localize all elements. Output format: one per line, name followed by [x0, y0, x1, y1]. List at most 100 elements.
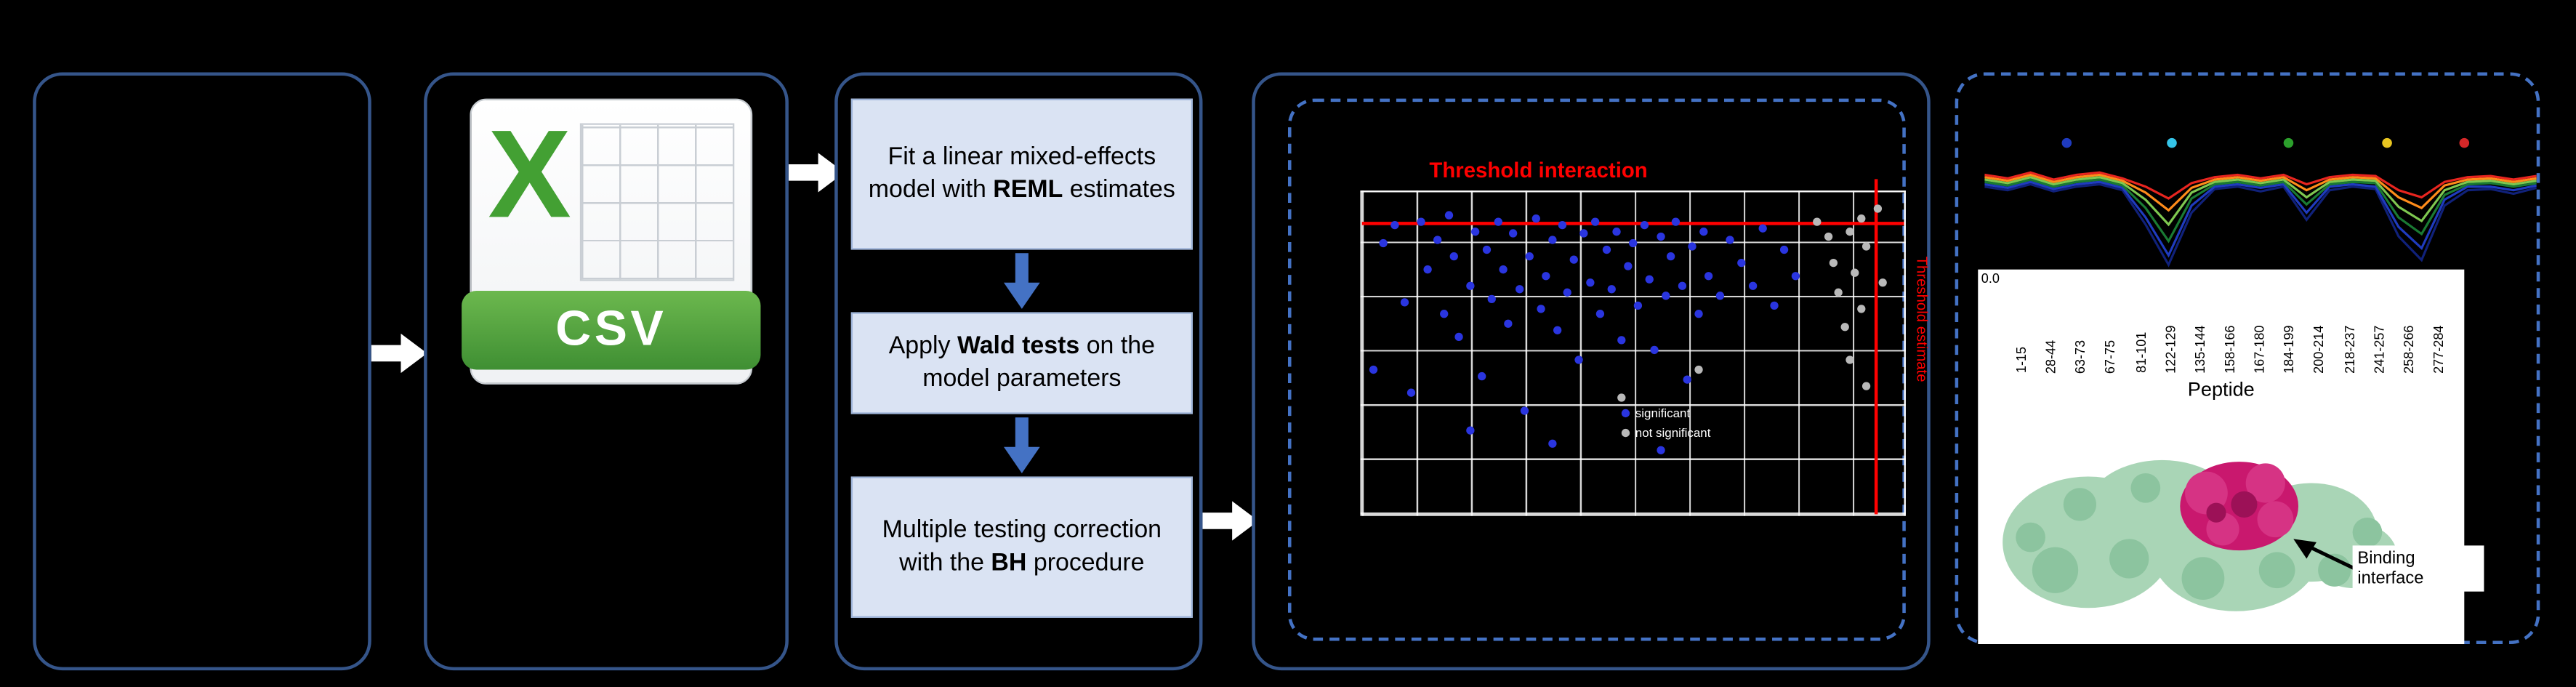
scatter-point — [1856, 214, 1865, 222]
scatter-point — [1422, 265, 1431, 274]
condition-dot-icon — [2062, 137, 2072, 148]
scatter-point — [1612, 226, 1621, 236]
scatter-point — [1715, 291, 1724, 300]
step-text: Apply — [888, 332, 957, 361]
protein-structure — [2003, 459, 2397, 611]
panel-statistics-flow: Fit a linear mixed-effects model with RE… — [834, 72, 1203, 671]
scatter-point — [1618, 336, 1627, 345]
uptake-series-line — [1984, 177, 2536, 225]
scatter-point — [1520, 406, 1529, 416]
flow-arrow-right-icon — [788, 151, 845, 202]
peptide-tick: 67-75 — [2097, 274, 2127, 373]
peptide-tick-label: 277-284 — [2431, 324, 2447, 374]
scatter-point — [1542, 271, 1550, 281]
uptake-series-line — [1984, 180, 2536, 241]
scatter-point — [1482, 246, 1491, 254]
scatter-point — [1748, 281, 1757, 290]
uptake-chart — [1984, 137, 2536, 270]
peptide-tick-label: 81-101 — [2133, 332, 2149, 374]
scatter-point — [1477, 371, 1486, 380]
binding-interface-label: Binding interface — [2352, 545, 2484, 592]
peptide-tick: 258-266 — [2395, 274, 2425, 373]
scatter-point — [1861, 243, 1870, 252]
peptide-tick: 28-44 — [2037, 274, 2067, 373]
peptide-tick-label: 122-129 — [2163, 324, 2178, 374]
scatter-point — [1438, 310, 1448, 319]
peptide-tick: 135-144 — [2186, 274, 2216, 373]
step-reml-model: Fit a linear mixed-effects model with RE… — [850, 98, 1193, 250]
step-text-bold: REML — [993, 175, 1063, 204]
scatter-point — [1704, 271, 1713, 281]
peptide-tick: 122-129 — [2157, 274, 2186, 373]
scatter-point — [1449, 252, 1459, 261]
scatter-point — [1672, 217, 1681, 225]
scatter-point — [1596, 310, 1605, 319]
threshold-estimate-line — [1874, 179, 1878, 515]
scatter-point — [1466, 426, 1475, 435]
peptide-tick-label: 241-257 — [2372, 324, 2387, 374]
peptide-tick: 241-257 — [2365, 274, 2395, 373]
legend-dot-icon — [1622, 428, 1631, 437]
scatter-point — [1694, 365, 1702, 374]
peptide-tick-label: 167-180 — [2253, 324, 2268, 374]
step-text: procedure — [1026, 548, 1145, 577]
scatter-point — [1645, 275, 1654, 284]
peptide-tick: 184-199 — [2276, 274, 2306, 373]
threshold-interaction-line — [1361, 221, 1904, 225]
flow-arrow-down-icon — [1003, 417, 1040, 481]
scatter-point — [1656, 446, 1665, 454]
scatter-point — [1634, 300, 1643, 310]
scatter-point — [1758, 223, 1768, 232]
scatter-point — [1835, 288, 1843, 297]
condition-dot-icon — [2167, 137, 2178, 148]
legend-dot-icon — [1622, 409, 1631, 419]
scatter-point — [1455, 333, 1464, 342]
uptake-series-line — [1984, 185, 2536, 265]
scatter-point — [1650, 345, 1659, 355]
spreadsheet-grid-icon — [579, 123, 735, 281]
uptake-series-line — [1984, 172, 2536, 198]
scatter-point — [1694, 310, 1702, 319]
uptake-markers — [1984, 137, 2536, 151]
flow-arrow-right-icon — [1202, 499, 1259, 550]
scatter-point — [1623, 262, 1632, 270]
peptide-tick: 63-73 — [2067, 274, 2097, 373]
scatter-point — [1433, 236, 1442, 245]
binding-interface-region — [2180, 462, 2299, 551]
peptide-tick-label: 28-44 — [2044, 339, 2059, 374]
peptide-tick-label: 184-199 — [2282, 324, 2298, 374]
peptide-tick-label: 158-166 — [2223, 324, 2238, 374]
peptide-tick-label: 63-73 — [2074, 339, 2089, 374]
scatter-points — [1362, 192, 1904, 514]
legend-entry: significant — [1622, 405, 1711, 423]
step-text-bold: BH — [991, 548, 1027, 577]
scatter-point — [1515, 284, 1524, 293]
scatter-point — [1498, 265, 1508, 274]
legend-label: significant — [1635, 406, 1691, 422]
condition-dot-icon — [2283, 137, 2293, 148]
scatter-point — [1824, 233, 1832, 242]
scatter-point — [1574, 355, 1583, 364]
scatter-point — [1861, 381, 1870, 390]
step-text: on the model parameters — [922, 332, 1155, 393]
peptide-tick-label: 1-15 — [2014, 346, 2029, 374]
peptide-tick-label: 200-214 — [2312, 324, 2327, 374]
panel-csv-file: X CSV — [424, 72, 789, 671]
flow-arrow-down-icon — [1003, 253, 1040, 317]
scatter-point — [1590, 217, 1600, 225]
peptide-tick: 81-101 — [2127, 274, 2157, 373]
peptide-tick: 167-180 — [2246, 274, 2276, 373]
scatter-point — [1444, 210, 1453, 220]
step-text: Fit a linear mixed-effects model with — [868, 143, 1156, 204]
scatter-point — [1829, 259, 1838, 268]
peptide-tick: 1-15 — [2008, 274, 2037, 373]
scatter-point — [1851, 268, 1860, 277]
y-axis-tick: 0.0 — [1981, 270, 2000, 286]
uptake-series-line — [1984, 182, 2536, 255]
scatter-point — [1406, 387, 1415, 396]
scatter-point — [1878, 278, 1887, 287]
uptake-lines — [1984, 151, 2536, 270]
csv-band: CSV — [462, 291, 761, 370]
